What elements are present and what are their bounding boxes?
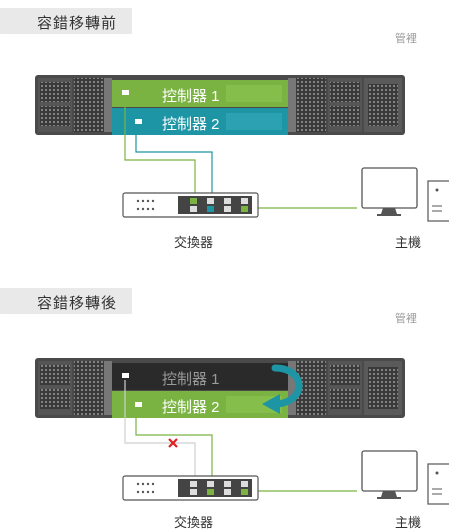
controller-2-module	[112, 108, 288, 135]
host-computer	[361, 167, 449, 222]
switch-label: 交換器	[174, 515, 214, 530]
section-after-title: 容錯移轉後	[37, 295, 118, 312]
controller-1-module	[112, 80, 288, 107]
controller-2-label-active: 控制器 2	[162, 399, 220, 416]
controller-2-port-icon	[135, 119, 142, 124]
host-computer	[361, 450, 449, 505]
management-label-after: 管裡	[395, 313, 417, 325]
cable-controller2-to-switch	[135, 407, 213, 483]
section-before-tab: 容錯移轉前	[0, 8, 132, 34]
storage-chassis	[35, 358, 405, 418]
controller-1-label-failed: 控制器 1	[162, 371, 220, 388]
network-switch	[122, 192, 259, 218]
cable-controller2-to-switch	[135, 124, 213, 200]
before-diagram	[35, 75, 449, 222]
section-after-tab: 容錯移轉後	[0, 288, 132, 314]
controller-1-port-icon	[122, 90, 129, 95]
host-label: 主機	[395, 235, 422, 250]
network-switch	[122, 475, 259, 501]
controller-1-port-icon	[122, 373, 129, 378]
section-before-title: 容錯移轉前	[37, 15, 118, 32]
management-label-before: 管裡	[395, 33, 417, 45]
controller-2-label: 控制器 2	[162, 116, 220, 133]
controller-2-port-icon	[135, 402, 142, 407]
failover-arrow-icon	[262, 364, 303, 414]
fault-x-icon	[168, 438, 178, 448]
host-label: 主機	[395, 515, 422, 530]
controller-1-label: 控制器 1	[162, 88, 220, 105]
switch-label: 交換器	[174, 235, 214, 250]
cable-controller1-to-switch	[124, 97, 196, 200]
